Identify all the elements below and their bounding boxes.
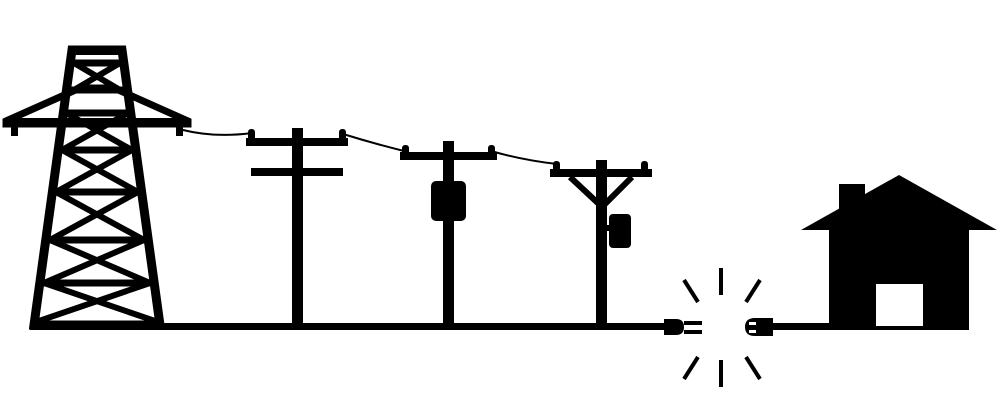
house-icon [801,175,997,326]
power-lines [182,129,558,165]
utility-pole-transformer-icon [400,141,497,326]
disconnect-spark-icon [682,268,762,387]
ground-line-left [30,323,670,330]
socket-connector-icon [745,318,773,336]
plug-connector-icon [664,319,702,335]
ground-line-right [772,323,969,330]
transmission-tower-icon [2,45,192,330]
utility-pole-crossarm-icon [246,128,348,326]
utility-pole-v-brace-icon [550,160,652,326]
